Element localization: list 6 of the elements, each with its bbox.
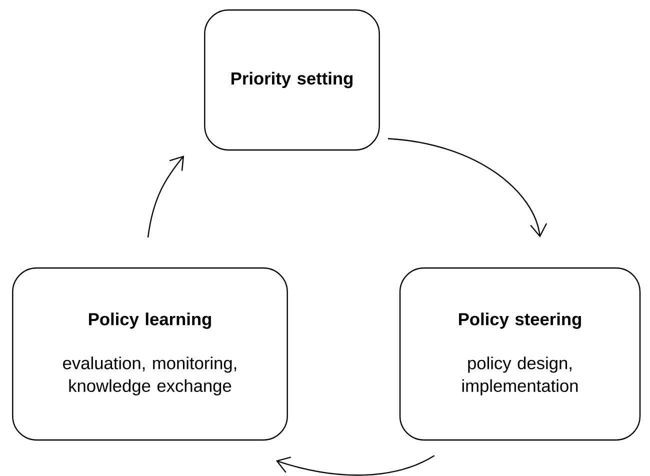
arrow (276, 455, 435, 476)
process-box: Priority setting (204, 9, 380, 151)
process-box: Policy learning evaluation, monitoring, knowledge exchange (12, 267, 288, 441)
arrow (388, 138, 548, 238)
arrow (147, 156, 184, 238)
process-box: Policy steering policy design, implementation (399, 267, 641, 441)
